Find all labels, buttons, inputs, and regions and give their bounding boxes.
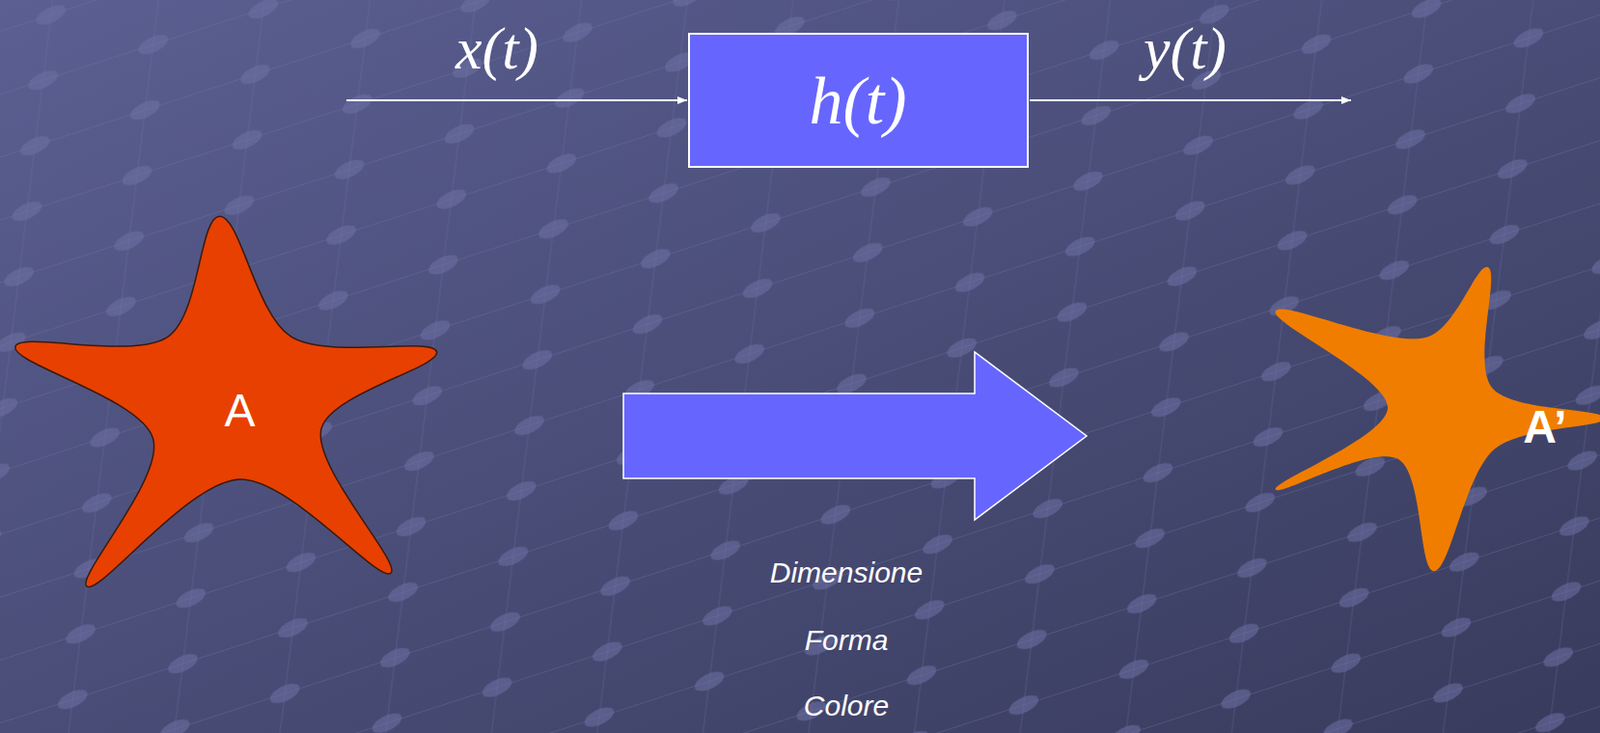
starfish-transformed: A’ — [1269, 260, 1600, 580]
shape-letter: A — [223, 386, 255, 438]
transform-arrow — [623, 352, 1087, 521]
output-signal-label: y(t) — [1143, 14, 1227, 83]
starfish-shape — [1275, 267, 1600, 572]
output-signal-line — [1029, 99, 1352, 102]
starfish-shape — [15, 216, 438, 588]
shape-letter: A’ — [1522, 402, 1567, 454]
input-signal-label: x(t) — [455, 14, 539, 83]
system-label: h(t) — [808, 63, 907, 138]
property-label: Dimensione — [770, 556, 923, 590]
system-box: h(t) — [688, 32, 1029, 168]
input-signal-line — [346, 99, 688, 102]
property-label: Colore — [803, 689, 889, 723]
property-label: Forma — [804, 624, 889, 658]
starfish-original: A — [15, 214, 441, 593]
